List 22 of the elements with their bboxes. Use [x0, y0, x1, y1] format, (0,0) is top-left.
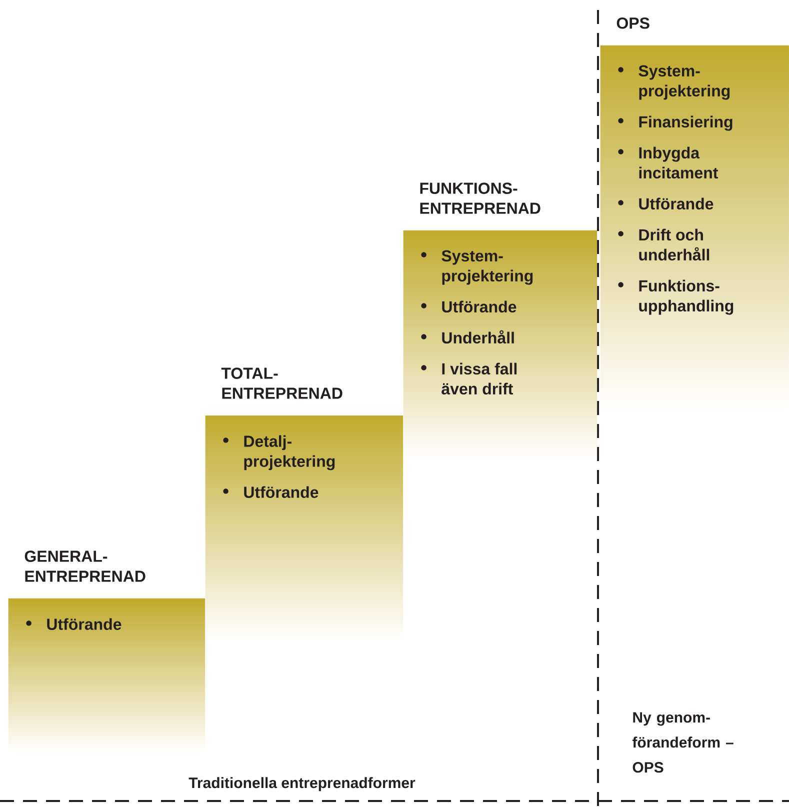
- stage-heading: TOTAL-ENTREPRENAD: [221, 368, 342, 399]
- list-item: System-projektering: [442, 250, 533, 285]
- list-item: Drift och underhåll: [639, 228, 710, 261]
- stage-heading: FUNKTIONS-ENTREPRENAD: [420, 182, 540, 214]
- stage-heading: OPS: [616, 17, 650, 29]
- list-item: I vissa fall även drift: [442, 362, 517, 395]
- list-item: Finansiering: [639, 116, 732, 131]
- node-text: TOTAL-ENTREPRENAD Detalj-projektering Utförande: [221, 368, 342, 498]
- stage-heading: GENERAL-ENTREPRENAD: [24, 550, 146, 582]
- list-item: Utförande: [47, 618, 122, 630]
- list-item: Utförande: [639, 198, 714, 210]
- list-item: Inbygda incitament: [639, 146, 718, 179]
- node-text: GENERAL-ENTREPRENAD Utförande: [24, 550, 146, 630]
- list-item: Detalj-projektering: [244, 435, 335, 470]
- note-text: Ny genom-förandeform – OPS: [632, 712, 734, 773]
- list-item: Funktions-upphandling: [639, 280, 734, 315]
- note-text: Traditionella entreprenadformer: [188, 777, 416, 792]
- list-item: System-projektering: [638, 65, 730, 100]
- list-item: Underhåll: [442, 330, 514, 344]
- node-text: FUNKTIONS-ENTREPRENAD System-projektering Utförande Underhåll I vissa fall även drift: [420, 182, 540, 395]
- list-item: Utförande: [442, 300, 516, 313]
- list-item: Utförande: [244, 486, 318, 498]
